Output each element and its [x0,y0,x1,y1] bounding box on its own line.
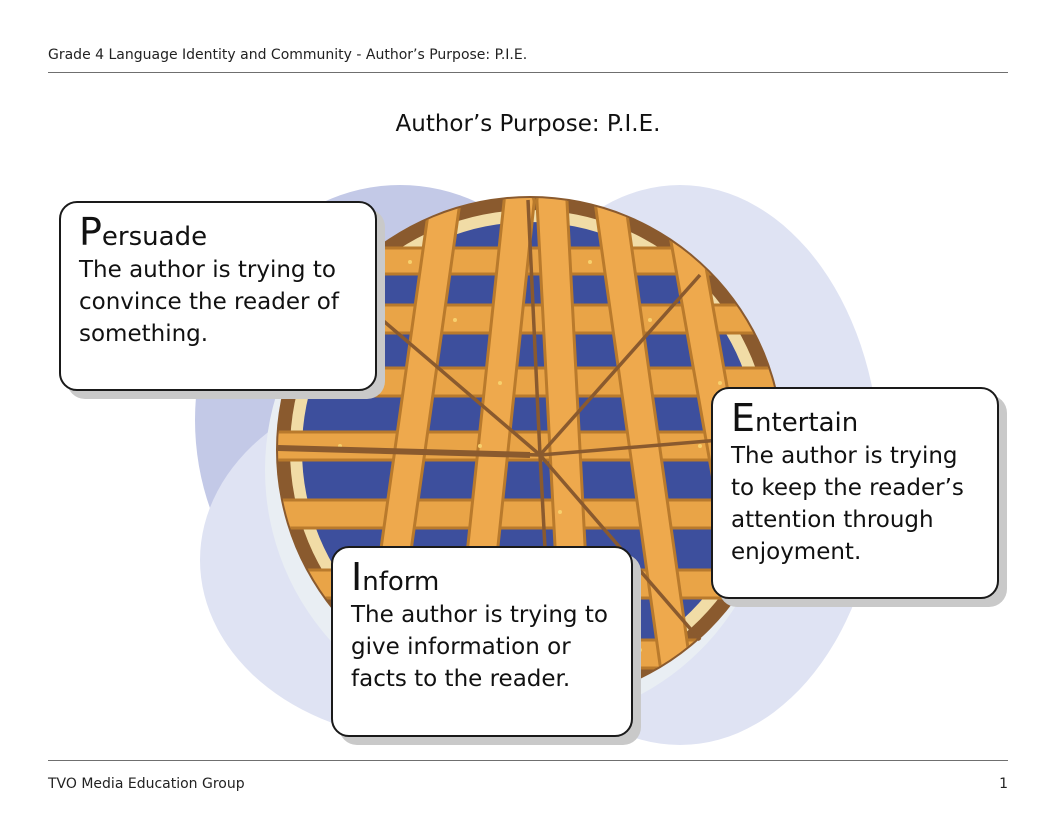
header-rule [48,72,1008,73]
slice-edge [277,445,531,458]
card-initial: I [351,555,363,599]
footer-organization: TVO Media Education Group [48,776,245,792]
card-heading-rest: nform [362,567,440,597]
card-body: The author is trying to convince the rea… [79,257,339,347]
page-number: 1 [999,776,1008,792]
page-header: Grade 4 Language Identity and Community … [48,47,528,63]
card-heading: Inform [351,558,613,597]
card-persuade: Persuade The author is trying to convinc… [59,201,377,391]
card-heading: Persuade [79,213,357,252]
card-heading-rest: ersuade [101,222,208,252]
card-inform: Inform The author is trying to give info… [331,546,633,737]
card-heading-rest: ntertain [755,408,859,438]
page-title: Author’s Purpose: P.I.E. [395,111,661,137]
card-entertain: Entertain The author is trying to keep t… [711,387,999,599]
card-initial: E [731,396,756,440]
card-body: The author is trying to give information… [351,602,608,692]
card-heading: Entertain [731,399,979,438]
card-initial: P [79,210,102,254]
card-body: The author is trying to keep the reader’… [731,443,964,565]
footer-rule [48,760,1008,761]
